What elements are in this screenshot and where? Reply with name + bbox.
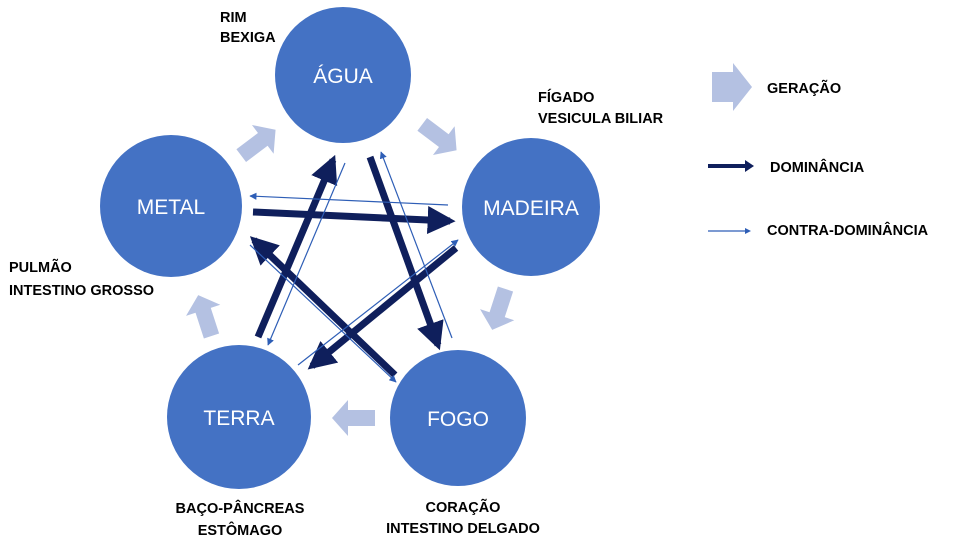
node-fogo-label: FOGO (427, 408, 489, 431)
generation-arrow-metal-agua (236, 125, 276, 163)
organ-text: CORAÇÃO (426, 498, 501, 516)
dominance-arrow-metal-madeira (252, 205, 456, 234)
organ-label-metal: PULMÃO INTESTINO GROSSO (9, 258, 154, 299)
counter-dominance-arrow-metal-fogo (249, 244, 397, 383)
generation-arrow-madeira-fogo (480, 286, 515, 330)
node-terra-circle (167, 345, 311, 489)
organ-text: PULMÃO (9, 258, 72, 276)
node-agua-label: ÁGUA (313, 65, 373, 88)
dominance-arrows (249, 154, 459, 378)
counter-dominance-legend-arrowhead (745, 228, 751, 234)
legend-label-generation: GERAÇÃO (767, 79, 841, 97)
organ-text: BEXIGA (220, 30, 276, 46)
counter-dominance-arrows (249, 151, 459, 383)
organ-label-terra: BAÇO-PÂNCREAS ESTÔMAGO (176, 499, 305, 539)
dominance-arrow-madeira-terra (307, 245, 459, 370)
organ-text: INTESTINO GROSSO (9, 283, 154, 299)
legend-label-dominance: DOMINÂNCIA (770, 158, 865, 176)
generation-legend-icon (712, 63, 752, 111)
node-metal-label: METAL (137, 196, 205, 219)
dominance-arrow-terra-agua (254, 154, 338, 339)
legend-item-dominance: DOMINÂNCIA (708, 158, 865, 176)
generation-arrow-agua-madeira (417, 117, 457, 155)
legend-item-counter-dominance: CONTRA-DOMINÂNCIA (708, 221, 929, 239)
organ-text: RIM (220, 10, 247, 26)
organ-label-madeira: FÍGADO VESICULA BILIAR (538, 89, 664, 127)
node-madeira-label: MADEIRA (483, 197, 579, 220)
counter-dominance-arrow-terra-madeira (297, 239, 459, 366)
generation-arrows (186, 117, 515, 436)
counter-dominance-arrow-agua-terra (267, 162, 346, 346)
legend-label-counter-dominance: CONTRA-DOMINÂNCIA (767, 221, 929, 239)
node-fogo: FOGO (390, 350, 526, 486)
node-metal-circle (100, 135, 242, 277)
node-agua-circle (275, 7, 411, 143)
node-madeira: MADEIRA (462, 138, 600, 276)
node-fogo-circle (390, 350, 526, 486)
node-metal: METAL (100, 135, 242, 277)
organ-text: FÍGADO (538, 89, 594, 106)
counter-dominance-arrow-fogo-agua (379, 151, 453, 339)
node-terra: TERRA (167, 345, 311, 489)
dominance-legend-arrowhead (745, 160, 754, 172)
node-terra-label: TERRA (203, 407, 274, 430)
organ-text: VESICULA BILIAR (538, 111, 664, 127)
organ-text: INTESTINO DELGADO (386, 521, 540, 537)
dominance-arrow-agua-fogo (366, 155, 444, 351)
legend-item-generation: GERAÇÃO (712, 63, 841, 111)
organ-label-fogo: CORAÇÃO INTESTINO DELGADO (386, 498, 540, 537)
counter-dominance-arrow-madeira-metal (249, 192, 449, 206)
legend: GERAÇÃO DOMINÂNCIA CONTRA-DOMINÂNCIA (708, 63, 929, 239)
organ-label-agua: RIM BEXIGA (220, 10, 276, 46)
organ-text: BAÇO-PÂNCREAS (176, 499, 305, 517)
dominance-arrow-fogo-metal (249, 236, 398, 378)
node-agua: ÁGUA (275, 7, 411, 143)
generation-arrow-terra-metal (186, 295, 221, 339)
node-madeira-circle (462, 138, 600, 276)
generation-arrow-fogo-terra (332, 400, 375, 436)
organ-text: ESTÔMAGO (198, 521, 283, 539)
